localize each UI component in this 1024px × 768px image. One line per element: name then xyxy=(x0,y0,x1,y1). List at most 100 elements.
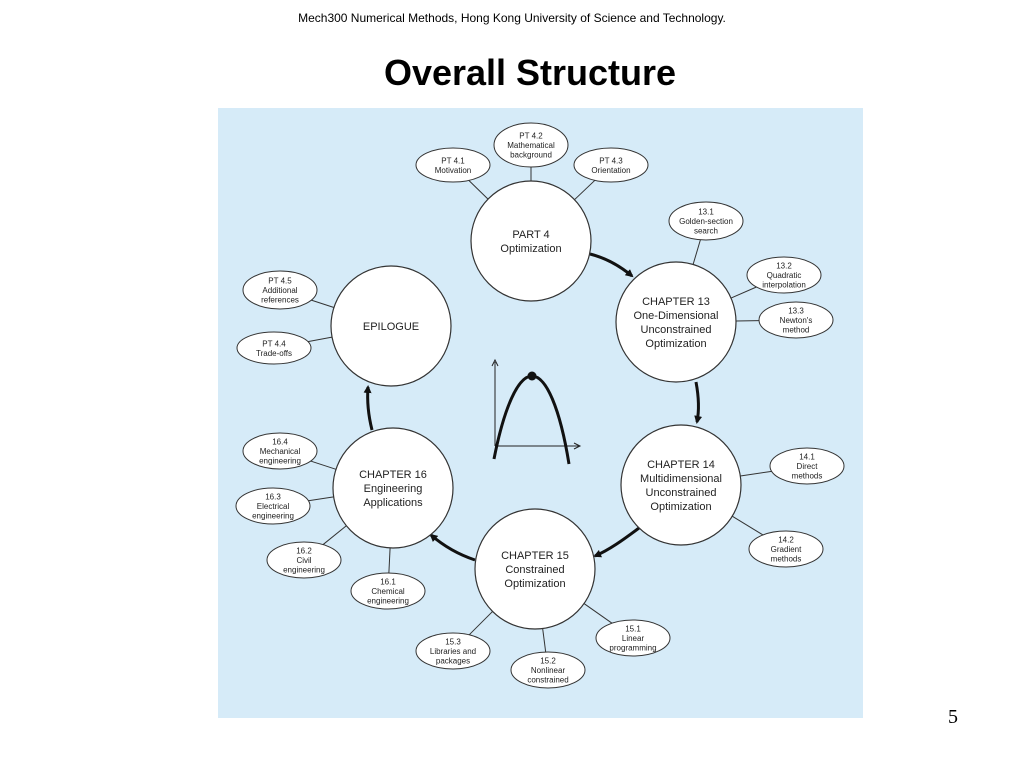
node-label-line: 13.1 xyxy=(698,208,714,217)
slide-number: 5 xyxy=(948,706,958,728)
node-label-line: 13.2 xyxy=(776,262,792,271)
node-label-line: 16.2 xyxy=(296,547,312,556)
node-label-line: Optimization xyxy=(650,501,711,513)
node-label-line: Engineering xyxy=(364,483,423,495)
arrow-ch14-to-ch15 xyxy=(593,526,640,558)
connector-line xyxy=(583,603,613,624)
node-label-line: Optimization xyxy=(500,243,561,255)
node-label-line: 16.4 xyxy=(272,438,288,447)
node-label-line: PT 4.5 xyxy=(268,277,292,286)
optimization-curve-icon xyxy=(491,358,582,465)
node-label-line: 16.3 xyxy=(265,493,281,502)
node-label-line: Quadratic xyxy=(767,271,802,280)
node-label-line: PT 4.4 xyxy=(262,339,286,348)
node-label-line: constrained xyxy=(527,676,568,685)
node-label-line: references xyxy=(261,296,299,305)
node-label-line: CHAPTER 13 xyxy=(642,296,710,308)
course-header: Mech300 Numerical Methods, Hong Kong Uni… xyxy=(298,11,726,25)
node-label-line: CHAPTER 14 xyxy=(647,459,715,471)
arrow-ch13-to-ch14 xyxy=(694,381,703,424)
node-label-line: Mechanical xyxy=(260,447,301,456)
node-label-line: EPILOGUE xyxy=(363,321,419,333)
connector-line xyxy=(308,496,334,502)
node-label-line: methods xyxy=(771,555,802,564)
node-label-line: Trade-offs xyxy=(256,349,292,358)
connector-line xyxy=(310,460,337,470)
node-label-line: background xyxy=(510,151,552,160)
node-label-line: Chemical xyxy=(371,587,405,596)
node-label-line: Civil xyxy=(296,556,311,565)
node-label-line: methods xyxy=(792,472,823,481)
node-label-line: Electrical xyxy=(257,502,290,511)
connector-line xyxy=(322,525,347,545)
arrow-part4-to-ch13 xyxy=(589,252,634,278)
connector-line xyxy=(468,180,489,200)
node-label-line: CHAPTER 15 xyxy=(501,550,569,562)
node-label-line: Multidimensional xyxy=(640,473,722,485)
node-label-line: Golden-section xyxy=(679,217,733,226)
connector-line xyxy=(388,547,391,574)
node-label-line: engineering xyxy=(252,512,294,521)
connector-line xyxy=(730,286,757,299)
node-label-line: interpolation xyxy=(762,281,806,290)
node-label-line: Unconstrained xyxy=(641,324,712,336)
node-label-line: One-Dimensional xyxy=(634,310,719,322)
node-label-line: Unconstrained xyxy=(646,487,717,499)
node-label-line: Libraries and xyxy=(430,647,476,656)
node-label-line: engineering xyxy=(283,566,325,575)
node-label-line: PT 4.3 xyxy=(599,156,623,165)
connector-line xyxy=(740,470,772,477)
connector-line xyxy=(574,179,596,201)
node-label-line: Orientation xyxy=(591,166,630,175)
node-label-line: Nonlinear xyxy=(531,666,566,675)
node-label-line: Applications xyxy=(363,497,423,509)
connector-line xyxy=(731,515,764,536)
node-label-line: 14.2 xyxy=(778,536,794,545)
node-label-line: CHAPTER 16 xyxy=(359,469,427,481)
node-label-line: engineering xyxy=(259,457,301,466)
node-label-line: Gradient xyxy=(771,545,802,554)
node-label-line: 16.1 xyxy=(380,578,396,587)
connector-line xyxy=(311,299,335,308)
node-label-line: 15.3 xyxy=(445,638,461,647)
part-4-node: PART 4 Optimization xyxy=(470,180,592,302)
chapter-14-node: CHAPTER 14 MultidimensionalUnconstrainedO… xyxy=(620,424,742,546)
node-label-line: Linear xyxy=(622,634,645,643)
slide-title: Overall Structure xyxy=(383,52,677,93)
node-label-line: Newton's xyxy=(780,316,813,325)
node-label-line: PT 4.2 xyxy=(519,132,543,141)
node-label-line: programming xyxy=(609,644,656,653)
node-label-line: method xyxy=(783,326,810,335)
connector-line xyxy=(468,611,493,636)
node-label-line: packages xyxy=(436,657,470,666)
node-label-line: PT 4.1 xyxy=(441,156,465,165)
node-label-line: 15.1 xyxy=(625,625,641,634)
node-label-line: Direct xyxy=(797,462,819,471)
node-label-line: PART 4 xyxy=(512,229,549,241)
arrow-ch15-to-ch16 xyxy=(429,533,476,562)
node-label-line: Motivation xyxy=(435,166,471,175)
connector-line xyxy=(542,628,547,653)
node-label-line: Optimization xyxy=(645,338,706,350)
connector-line xyxy=(307,336,333,343)
connector-line xyxy=(692,239,701,265)
chapter-13-node: CHAPTER 13 One-DimensionalUnconstrainedOp… xyxy=(615,261,737,383)
node-label-line: Optimization xyxy=(504,578,565,590)
